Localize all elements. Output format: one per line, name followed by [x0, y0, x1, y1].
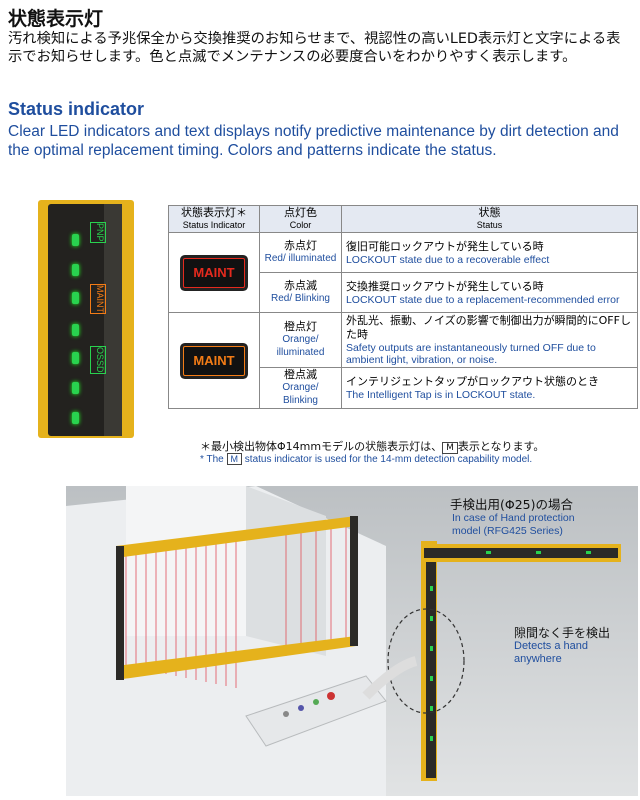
- hand-model-title-jp: 手検出用(Φ25)の場合: [450, 497, 573, 512]
- light-curtain-bar: PNP MAINT OSSD: [38, 200, 134, 438]
- led-1: [72, 234, 79, 246]
- machine-scene-svg: [66, 486, 638, 796]
- led-5: [72, 352, 79, 364]
- led-6: [72, 382, 79, 394]
- led-2: [72, 264, 79, 276]
- led-7: [72, 412, 79, 424]
- page-title-jp: 状態表示灯: [8, 8, 104, 30]
- detects-hand-jp: 隙間なく手を検出: [514, 626, 611, 640]
- led-4: [72, 324, 79, 336]
- bar-housing: PNP MAINT OSSD: [48, 204, 122, 436]
- maint-orange-indicator: MAINT: [183, 345, 245, 376]
- hand-model-title-en: In case of Hand protection model (RFG425…: [452, 512, 575, 537]
- header-indicator: 状態表示灯＊Status Indicator: [168, 205, 260, 233]
- maint-red-indicator: MAINT: [183, 257, 245, 288]
- maint-label: MAINT: [90, 284, 106, 314]
- ossd-label: OSSD: [90, 346, 106, 374]
- m-indicator-box: M: [442, 442, 458, 454]
- detects-hand-en: Detects a hand anywhere: [514, 640, 588, 665]
- footnote-en: * The M status indicator is used for the…: [200, 453, 533, 465]
- bar-lens: [104, 204, 122, 436]
- intro-en: Clear LED indicators and text displays n…: [8, 123, 619, 159]
- machine-illustration: [66, 486, 638, 796]
- red-indicator-cell: MAINT: [168, 232, 260, 313]
- pnp-label: PNP: [90, 222, 106, 243]
- intro-jp: 汚れ検知による予兆保全から交換推奨のお知らせまで、視認性の高いLED表示灯と文字…: [8, 31, 621, 65]
- page-title-en: Status indicator: [8, 99, 145, 119]
- m-indicator-box-en: M: [226, 453, 243, 465]
- orange-indicator-cell: MAINT: [168, 312, 260, 409]
- led-3: [72, 292, 79, 304]
